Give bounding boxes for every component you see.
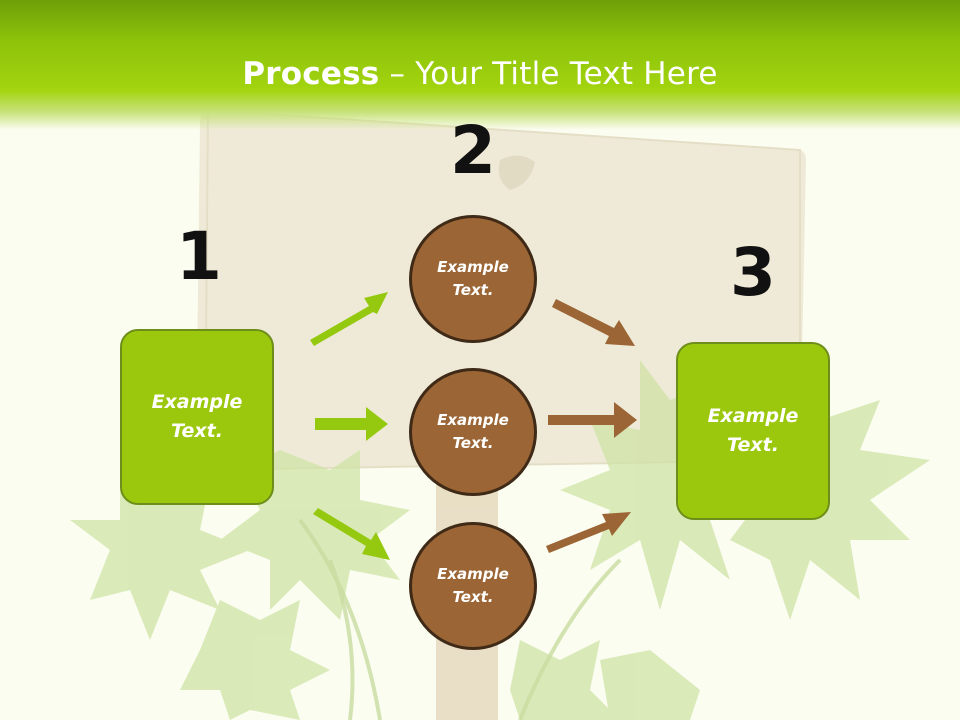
step3-box: Example Text. [676, 342, 830, 520]
title-rest: – Your Title Text Here [379, 56, 718, 92]
circle-text: Example Text. [437, 258, 509, 299]
green-arrow-down [313, 508, 390, 560]
step1-text: Example Text. [151, 391, 243, 442]
step2-circle-top: Example Text. [409, 215, 537, 343]
green-arrow-up [310, 292, 388, 346]
step1-box: Example Text. [120, 329, 274, 505]
brown-arrow-up [546, 512, 631, 553]
title-bold: Process [242, 56, 380, 92]
step-number-3: 3 [730, 234, 776, 311]
stems-image [298, 518, 622, 720]
circle-text: Example Text. [437, 411, 509, 452]
step2-circle-bottom: Example Text. [409, 522, 537, 650]
circle-text: Example Text. [437, 565, 509, 606]
step-number-2: 2 [450, 112, 496, 189]
step-number-1: 1 [176, 218, 222, 295]
step3-text: Example Text. [707, 405, 799, 456]
step2-circle-middle: Example Text. [409, 368, 537, 496]
brown-arrow-right [548, 402, 637, 438]
brown-arrow-down [552, 299, 635, 346]
title-banner [0, 0, 960, 130]
slide-title: Process – Your Title Text Here [0, 52, 960, 96]
green-arrow-right [315, 407, 388, 441]
